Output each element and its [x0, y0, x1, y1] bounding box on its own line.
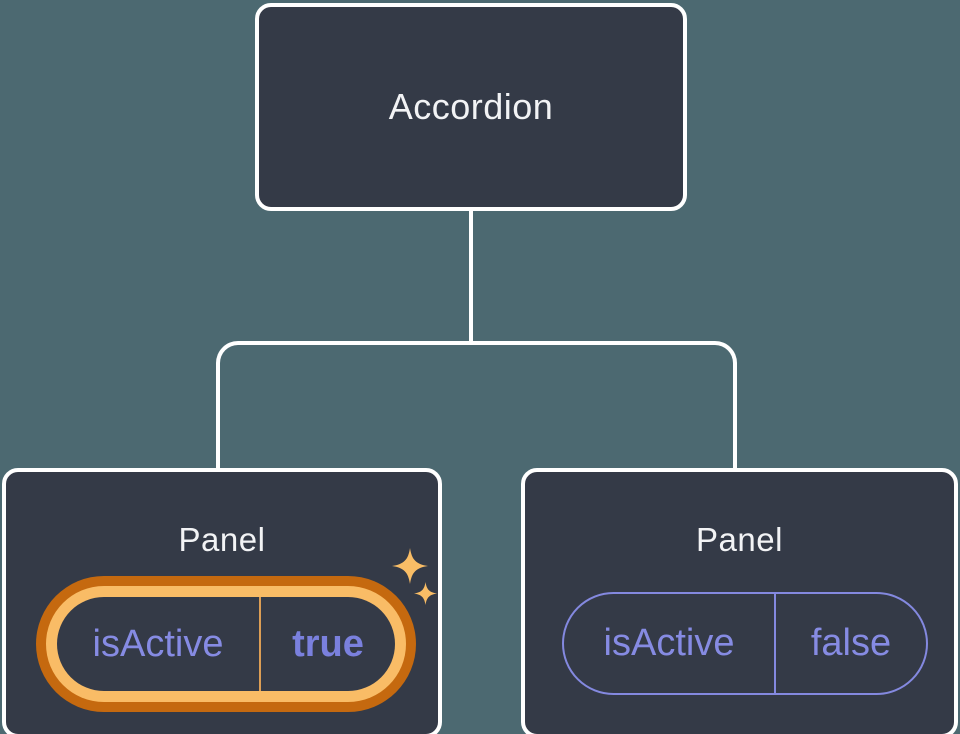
prop-name: isActive — [603, 622, 735, 664]
state-pill-highlighted: isActive true — [36, 576, 416, 712]
accordion-node-label: Accordion — [388, 86, 554, 127]
prop-name: isActive — [92, 622, 224, 665]
panel-title: Panel — [178, 521, 266, 558]
panel-node-active: Panel isActive true — [2, 468, 442, 734]
state-pill-core: isActive true — [57, 597, 395, 691]
connector-stem — [469, 209, 473, 343]
pill-divider — [259, 597, 261, 691]
connector-branch — [216, 341, 737, 469]
prop-value: false — [810, 622, 892, 664]
state-pill-highlight-ring: isActive true — [46, 586, 406, 702]
sparkle-icon — [392, 548, 428, 584]
state-pill-plain: isActive false — [562, 592, 928, 695]
panel-node-inactive: Panel isActive false — [521, 468, 958, 734]
prop-value: true — [292, 622, 364, 665]
accordion-node: Accordion — [255, 3, 687, 211]
sparkle-icon-small — [414, 582, 437, 605]
panel-title: Panel — [696, 521, 783, 558]
pill-divider — [774, 594, 776, 693]
